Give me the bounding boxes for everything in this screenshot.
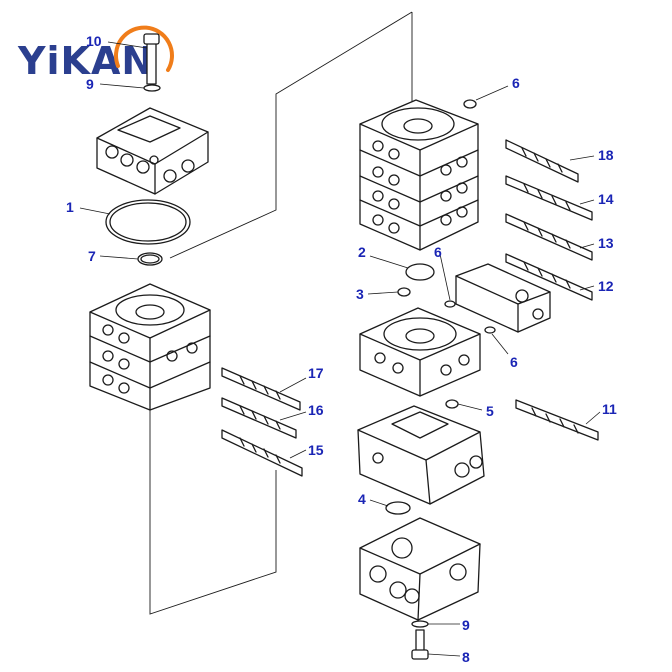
callout-9-bottom: 9 [462, 617, 470, 633]
callout-2: 2 [358, 244, 366, 260]
seal-3-part [397, 287, 411, 297]
brand-logo: YiKAN [18, 42, 154, 80]
middle-valve-block-part [359, 307, 481, 397]
callout-8: 8 [462, 649, 470, 665]
spool-15-part [221, 429, 303, 477]
spool-12-part [505, 253, 593, 301]
callout-16: 16 [308, 402, 324, 418]
o-ring-1-part [105, 199, 191, 245]
seal-6a-part [463, 99, 477, 109]
callout-6-lower: 6 [510, 354, 518, 370]
seal-6c-part [484, 326, 496, 334]
callout-17: 17 [308, 365, 324, 381]
callout-7: 7 [88, 248, 96, 264]
callout-labels: 10 9 1 7 17 16 15 6 18 14 13 2 6 3 12 6 … [66, 33, 617, 665]
spool-18-part [505, 139, 579, 183]
spool-17-part [221, 367, 301, 411]
washer-9-part [411, 620, 429, 628]
lower-valve-block-part [357, 405, 485, 505]
brand-logo-text: YiKAN [18, 39, 155, 83]
callout-1: 1 [66, 199, 74, 215]
callout-10-top: 10 [86, 33, 102, 49]
top-end-cover-part [96, 107, 209, 195]
spool-13-part [505, 213, 593, 261]
right-upper-valve-stack-part [359, 99, 479, 251]
spool-16-part [221, 397, 297, 439]
callout-3: 3 [356, 286, 364, 302]
spool-11-part [515, 399, 599, 441]
callout-9-top: 9 [86, 76, 94, 92]
seal-5-part [445, 399, 459, 409]
callout-12: 12 [598, 278, 614, 294]
seal-6b-part [444, 300, 456, 308]
spool-14-part [505, 175, 593, 221]
left-valve-block-part [89, 283, 211, 411]
callout-6-top: 6 [512, 75, 520, 91]
bolt-8-part [411, 629, 429, 660]
callout-6-middle: 6 [434, 244, 442, 260]
relief-valve-block-part [455, 263, 551, 333]
callout-5: 5 [486, 403, 494, 419]
callout-13: 13 [598, 235, 614, 251]
callout-11: 11 [602, 401, 617, 417]
callout-18: 18 [598, 147, 614, 163]
callout-leader-lines [79, 41, 601, 657]
seal-4-part [385, 501, 411, 515]
callout-15: 15 [308, 442, 324, 458]
callout-4: 4 [358, 491, 366, 507]
logo-arc-icon [114, 25, 174, 72]
callout-14: 14 [598, 191, 614, 207]
bottom-end-cover-part [359, 517, 481, 621]
seal-2-part [405, 263, 435, 281]
bolt-10-part [143, 33, 161, 92]
assembly-guide-lines [149, 11, 413, 615]
